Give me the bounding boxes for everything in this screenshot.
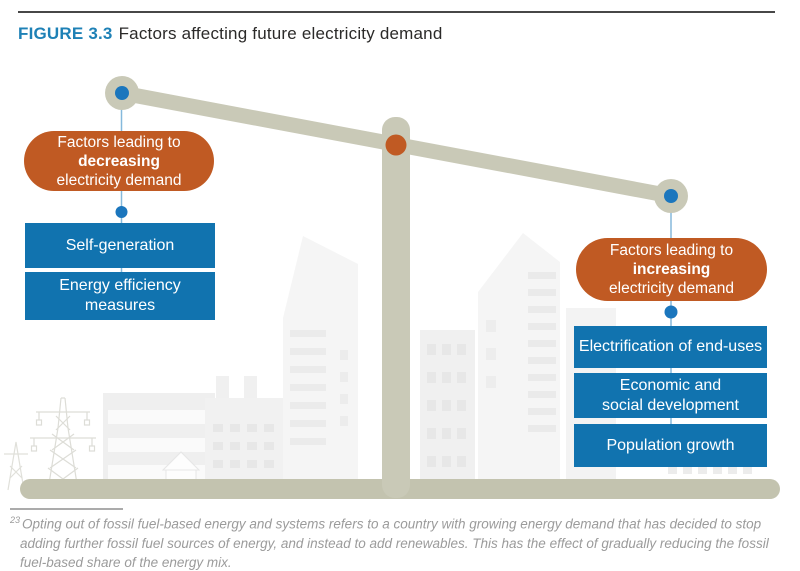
footnote-divider	[10, 508, 123, 510]
left-skyscraper	[283, 236, 358, 490]
bubble-line1: Factors leading to	[57, 133, 181, 151]
right-midrise-building	[420, 330, 475, 490]
top-divider-rule	[18, 11, 775, 13]
factor-box-self-generation: Self-generation	[25, 223, 215, 268]
bubble-emphasis: increasing	[632, 261, 711, 278]
bubble-emphasis: decreasing	[78, 152, 160, 170]
pivot-dot	[385, 134, 407, 156]
left-beam-dot	[115, 86, 129, 100]
factor-box-population-growth: Population growth	[574, 424, 767, 467]
figure-label: FIGURE 3.3	[18, 24, 113, 43]
factory-building	[205, 376, 295, 490]
figure-name: Factors affecting future electricity dem…	[118, 24, 443, 43]
bubble-line1: Factors leading to	[609, 242, 734, 259]
bubble-line2: electricity demand	[609, 280, 734, 297]
right-beam-dot	[664, 189, 678, 203]
city-skyline	[4, 233, 752, 491]
decreasing-factors-bubble: Factors leading to decreasing electricit…	[24, 131, 214, 191]
right-skyscraper	[478, 233, 560, 490]
bubble-line2: electricity demand	[56, 171, 182, 189]
footnote-marker: 23	[10, 515, 21, 525]
increasing-factors-bubble: Factors leading to increasing electricit…	[576, 238, 767, 301]
left-chain-dot	[115, 206, 128, 218]
factor-box-energy-efficiency: Energy efficiency measures	[25, 272, 215, 320]
factor-box-electrification: Electrification of end-uses	[574, 326, 767, 368]
right-chain-dot	[664, 305, 678, 319]
lowrise-building	[103, 393, 215, 490]
footnote-text: Opting out of fossil fuel-based energy a…	[20, 516, 769, 570]
scale-pillar	[382, 117, 410, 498]
figure-title: FIGURE 3.3 Factors affecting future elect…	[18, 24, 442, 44]
factor-box-economic-development: Economic and social development	[574, 373, 767, 418]
small-pylon-icon	[4, 441, 28, 491]
transmission-tower-icon	[30, 397, 96, 491]
